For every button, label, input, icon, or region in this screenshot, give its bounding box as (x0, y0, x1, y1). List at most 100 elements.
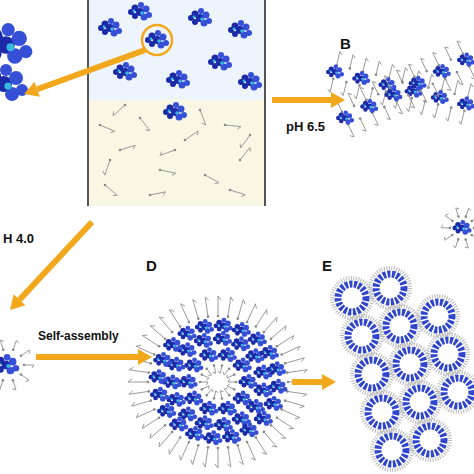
lipid-fringe (370, 268, 410, 308)
protein-site (257, 339, 260, 342)
protein-subunit (248, 72, 254, 78)
protein-subunit (157, 369, 162, 374)
lipid-tail (142, 418, 159, 429)
protein-cluster (248, 331, 267, 346)
lipid-head (407, 94, 410, 97)
protein-cluster (260, 345, 279, 360)
protein-site (270, 352, 273, 355)
lipid-head (456, 71, 459, 74)
lipid-head (263, 431, 266, 434)
lipid-tail (360, 119, 366, 132)
protein-site (278, 386, 281, 389)
lipid-tail (21, 350, 29, 356)
protein-subunit (214, 409, 219, 414)
lipid-tail (208, 374, 211, 376)
lipid-tail (457, 72, 463, 85)
protein-subunit (177, 417, 182, 422)
lipid-head (287, 381, 290, 384)
lipid-fringe (410, 420, 450, 460)
lipid-tail (328, 89, 330, 92)
lipid-tail (393, 105, 395, 108)
protein-cluster (113, 62, 137, 81)
lipid-tail (0, 380, 3, 389)
protein-subunit (4, 354, 11, 361)
protein-site (356, 77, 358, 79)
protein-site (243, 80, 246, 83)
lipid-head (179, 325, 182, 328)
lipid-tail (396, 70, 402, 83)
protein-site (251, 337, 253, 339)
lipid-tail (282, 346, 300, 354)
protein-subunit (218, 438, 223, 443)
lipid-tail (200, 110, 206, 125)
protein-subunit (203, 319, 208, 324)
protein-subunit (192, 350, 197, 355)
process-arrows (10, 25, 345, 390)
protein-cluster (194, 333, 213, 348)
protein-site (6, 43, 14, 51)
lipid-head (207, 446, 210, 449)
lipid-tail (353, 55, 355, 58)
lipid-head (463, 110, 466, 113)
lipid-tail (441, 227, 450, 228)
lipid-tail (142, 336, 159, 347)
protein-subunit (13, 365, 20, 372)
protein-site (460, 102, 462, 104)
protein-cluster (228, 20, 252, 39)
lipid-tail (466, 208, 469, 217)
lipid-head (383, 106, 386, 109)
lipid-head (453, 93, 456, 96)
lipid-tail (419, 71, 421, 74)
lipid-head (153, 353, 156, 356)
lipid-tail (208, 386, 209, 389)
lipid-tail (240, 147, 250, 160)
protein-cluster (163, 102, 187, 121)
lipid-tail (120, 145, 135, 150)
protein-subunit (416, 76, 421, 81)
protein-subunit (181, 112, 187, 118)
lipid-head (147, 390, 150, 393)
protein-site (167, 343, 169, 345)
lipid-fringe (400, 382, 440, 422)
lipid-tail (396, 101, 402, 114)
lipid-head (227, 315, 230, 318)
arrow-head (138, 349, 152, 365)
protein-subunit (268, 419, 273, 424)
protein-site (187, 350, 190, 353)
protein-subunit (247, 365, 252, 370)
lipid-head (204, 174, 207, 177)
protein-site (173, 344, 176, 347)
protein-subunit (226, 62, 232, 68)
protein-subunit (278, 404, 283, 409)
protein-site (436, 70, 438, 72)
protein-subunit (230, 429, 235, 434)
protein-site (171, 78, 174, 81)
arrow-head (24, 82, 40, 97)
lipid-head (353, 105, 356, 108)
protein-site (235, 417, 237, 419)
lipid-tail (409, 95, 415, 108)
lipid-head (236, 444, 239, 447)
process-arrow (37, 50, 145, 89)
lipid-head (233, 388, 236, 391)
protein-subunit (256, 331, 261, 336)
lipid-tail (160, 151, 162, 155)
lipid-head (464, 238, 467, 241)
protein-site (250, 405, 252, 407)
protein-subunit (208, 341, 213, 346)
lipid-tail (237, 127, 240, 130)
protein-subunit (261, 365, 266, 370)
lipid-tail (150, 192, 166, 195)
protein-site (160, 394, 163, 397)
protein-cluster (163, 337, 182, 352)
protein-cluster (177, 326, 196, 341)
protein-site (408, 89, 410, 91)
protein-site (249, 430, 252, 433)
lipid-tail (445, 215, 452, 220)
protein-subunit (268, 345, 273, 350)
lipid-tail (24, 365, 34, 366)
lipid-tail (113, 105, 125, 116)
lipid-tail (350, 136, 354, 137)
lipid-head (224, 124, 227, 127)
lipid-tail (225, 125, 241, 127)
